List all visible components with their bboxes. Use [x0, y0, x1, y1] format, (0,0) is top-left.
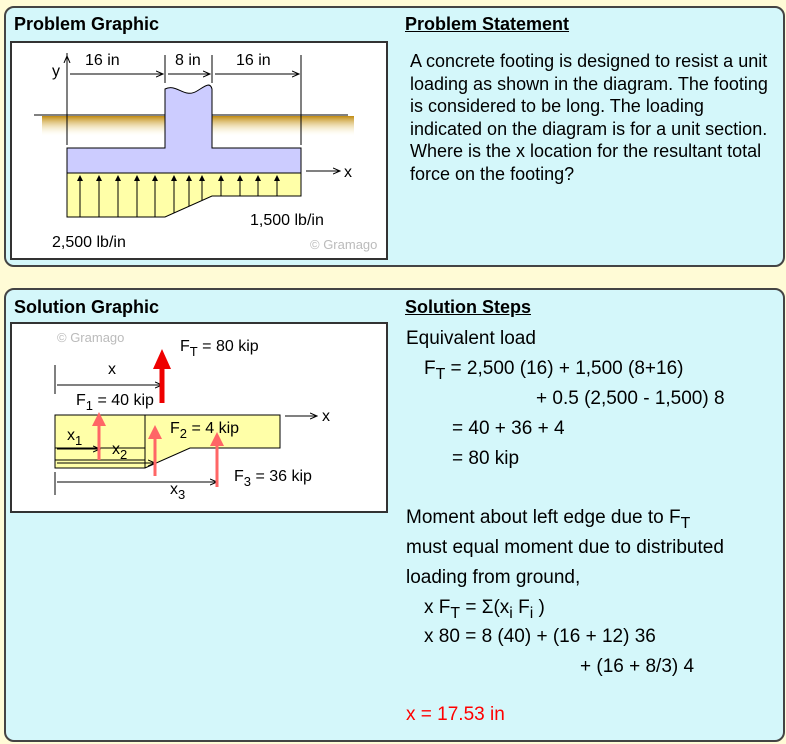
resultant-diagram: © Gramago FT = 80 kip x F1 = 40 kip F2 =… [54, 330, 330, 502]
x3-label: x3 [170, 481, 185, 502]
load-block [54, 414, 281, 469]
problem-statement-title: Problem Statement [405, 14, 570, 34]
copyright: © Gramago [310, 237, 377, 252]
step-line: must equal moment due to distributed [406, 537, 724, 558]
solution-steps-title: Solution Steps [405, 297, 531, 317]
f1-label: F1 = 40 kip [76, 392, 154, 413]
step-line: + 0.5 (2,500 - 1,500) 8 [536, 388, 725, 409]
problem-graphic-title: Problem Graphic [14, 14, 160, 34]
load-left-label: 2,500 lb/in [52, 234, 126, 251]
footing [66, 84, 302, 174]
step-line: Equivalent load [406, 328, 536, 349]
footing-diagram: © Gramago 16 in 8 in 16 in y x 2,500 lb/… [34, 52, 377, 252]
copyright: © Gramago [57, 330, 124, 345]
x-axis-label: x [344, 164, 352, 181]
x-label: x [108, 361, 116, 378]
step-line: x FT = Σ(xi Fi ) [424, 597, 545, 622]
step-line: FT = 2,500 (16) + 1,500 (8+16) [424, 358, 684, 383]
problem-statement: A concrete footing is designed to resist… [410, 51, 768, 184]
step-line: x 80 = 8 (40) + (16 + 12) 36 [424, 626, 656, 647]
f3-label: F3 = 36 kip [234, 468, 312, 489]
dim-16in-right: 16 in [236, 52, 271, 69]
x-axis-label: x [322, 408, 330, 425]
step-line: = 80 kip [452, 448, 520, 469]
step-line: Moment about left edge due to FT [406, 507, 691, 532]
step-line: = 40 + 36 + 4 [452, 418, 565, 439]
step-line: + (16 + 8/3) 4 [580, 656, 695, 677]
ft-label: FT = 80 kip [180, 338, 259, 359]
load-distribution [66, 172, 302, 218]
resultant-arrow [153, 349, 171, 403]
answer: x = 17.53 in [406, 704, 505, 725]
load-right-label: 1,500 lb/in [250, 212, 324, 229]
f2-label: F2 = 4 kip [170, 420, 239, 441]
dim-16in-left: 16 in [85, 52, 120, 69]
y-axis-label: y [52, 63, 60, 80]
solution-graphic-title: Solution Graphic [14, 297, 160, 317]
solution-graphic: © Gramago FT = 80 kip x F1 = 40 kip F2 =… [10, 322, 388, 513]
problem-graphic: © Gramago 16 in 8 in 16 in y x 2,500 lb/… [10, 41, 388, 260]
x1-label: x1 [67, 427, 82, 448]
step-line: loading from ground, [406, 567, 581, 588]
x2-label: x2 [112, 441, 127, 462]
dim-8in: 8 in [175, 52, 201, 69]
